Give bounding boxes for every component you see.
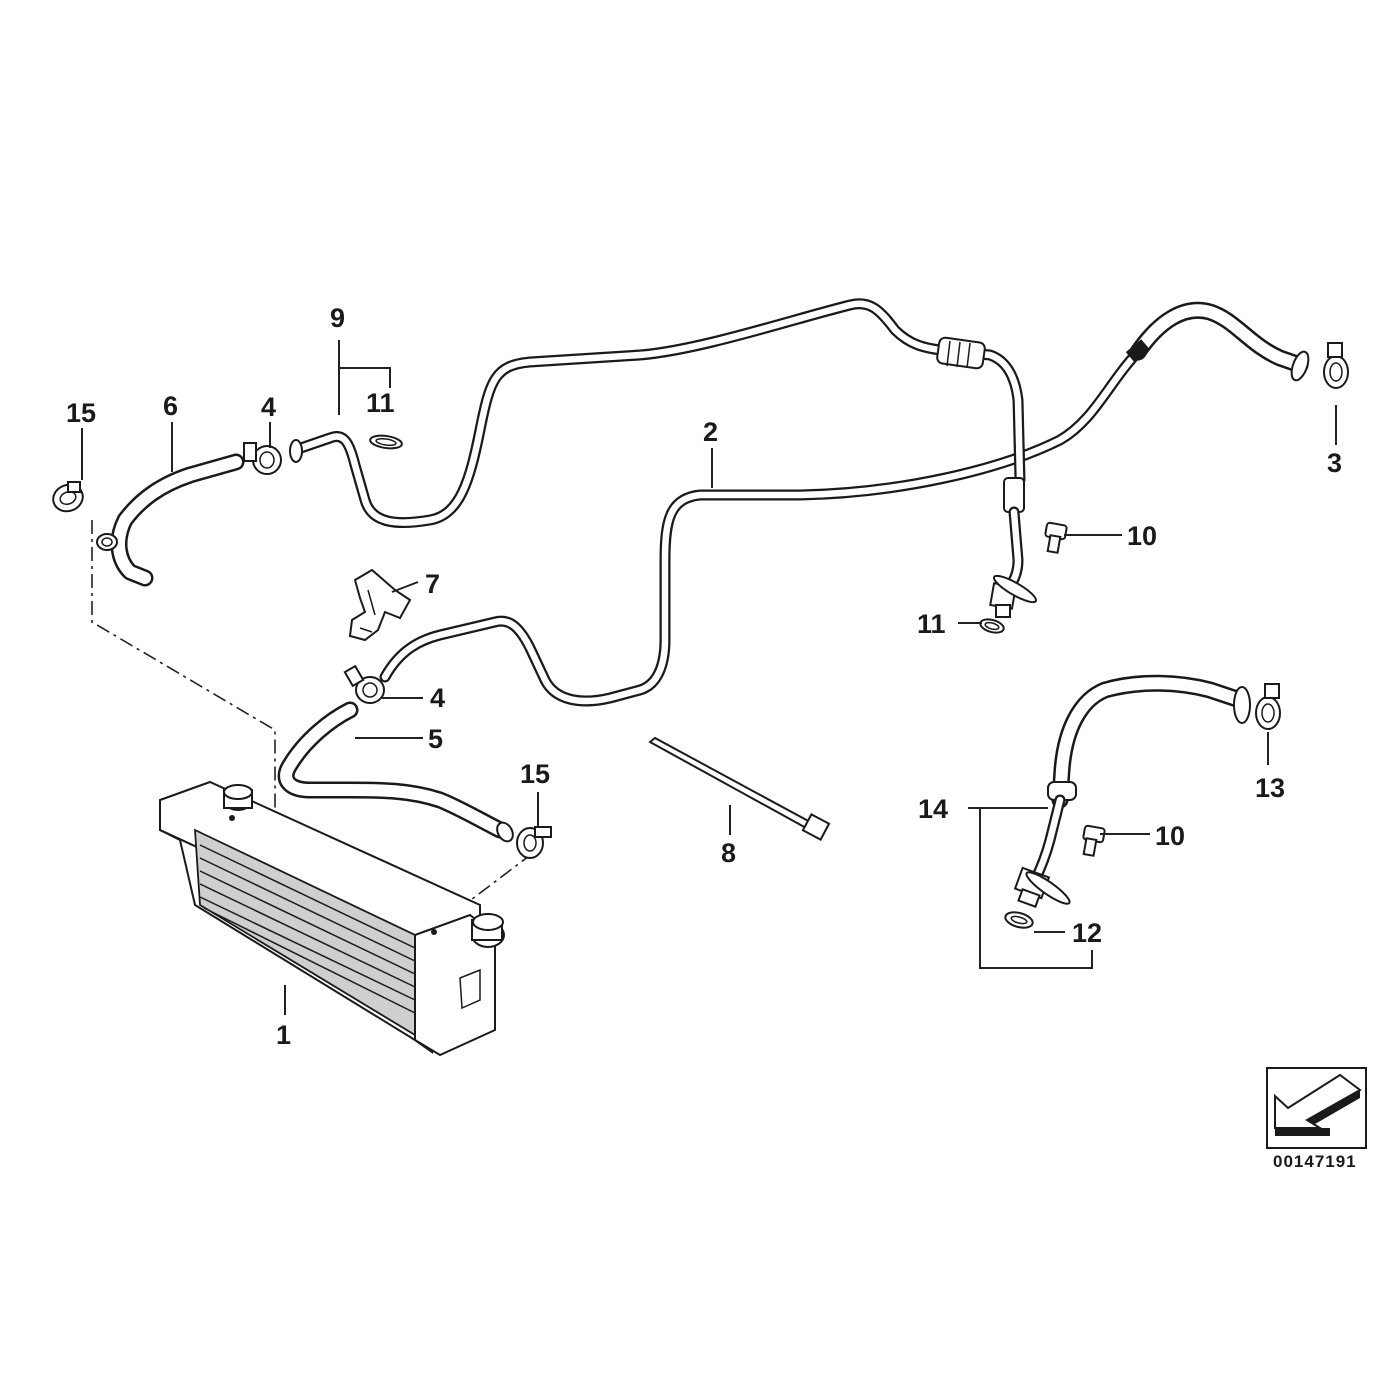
callout-numbers: 1 2 3 4 4 5 6 7 8 9 10 10 11 11 12 13 14… xyxy=(66,303,1342,1050)
callout-3: 3 xyxy=(1327,448,1342,478)
part-8-cable-tie[interactable] xyxy=(648,736,831,841)
part-12-o-ring[interactable] xyxy=(1004,910,1035,931)
part-9-feed-line[interactable] xyxy=(289,298,1039,618)
callout-15-upper: 15 xyxy=(66,398,96,428)
leader-lines xyxy=(81,340,1337,1015)
callout-9: 9 xyxy=(330,303,345,333)
front-direction-arrow-icon xyxy=(1266,1067,1367,1149)
callout-13: 13 xyxy=(1255,773,1285,803)
part-2-coolant-line[interactable] xyxy=(379,301,1312,707)
callout-2: 2 xyxy=(703,417,718,447)
part-4-hose-clamp-lower[interactable] xyxy=(343,664,385,704)
part-11-o-ring-lower[interactable] xyxy=(979,617,1005,635)
callout-1: 1 xyxy=(276,1020,291,1050)
part-4-hose-clamp-upper[interactable] xyxy=(243,439,303,475)
part-15-clamp-lower[interactable] xyxy=(516,826,552,859)
callout-10-upper: 10 xyxy=(1127,521,1157,551)
callout-8: 8 xyxy=(721,838,736,868)
diagram-reference-number: 00147191 xyxy=(1273,1152,1357,1171)
cooler-fins xyxy=(199,844,416,1014)
callout-11-upper: 11 xyxy=(366,388,395,418)
part-10-bolt-lower[interactable] xyxy=(1082,824,1106,857)
part-3-clamp[interactable] xyxy=(1323,342,1349,389)
part-13-clamp[interactable] xyxy=(1255,683,1281,730)
callout-4-lower: 4 xyxy=(430,683,445,713)
callout-10-lower: 10 xyxy=(1155,821,1185,851)
part-11-o-ring-upper[interactable] xyxy=(369,434,403,450)
callout-4-upper: 4 xyxy=(261,392,276,422)
callout-11-lower: 11 xyxy=(917,609,946,639)
callout-5: 5 xyxy=(428,724,443,754)
part-15-clamp-upper[interactable] xyxy=(49,481,86,516)
part-10-bolt-upper[interactable] xyxy=(1044,521,1068,554)
part-14-return-hose[interactable] xyxy=(1013,674,1251,908)
callout-7: 7 xyxy=(425,569,440,599)
callout-14: 14 xyxy=(918,794,948,824)
callout-12: 12 xyxy=(1072,918,1102,948)
callout-6: 6 xyxy=(163,391,178,421)
part-6-hose[interactable] xyxy=(96,453,245,587)
part-5-hose[interactable] xyxy=(277,701,516,844)
part-7-bracket[interactable] xyxy=(348,568,412,642)
part-1-oil-cooler[interactable] xyxy=(159,780,505,1057)
callout-15-lower: 15 xyxy=(520,759,550,789)
